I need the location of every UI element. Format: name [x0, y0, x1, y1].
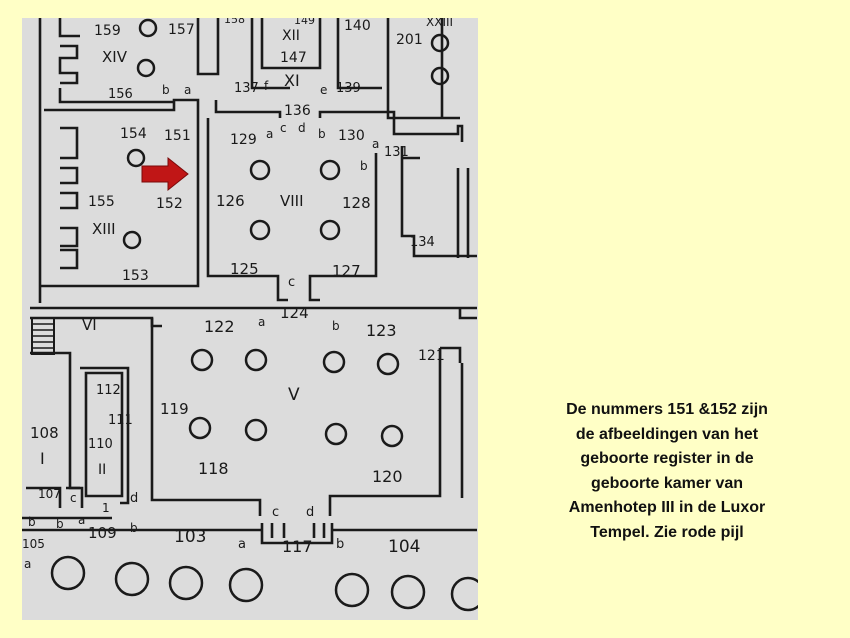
- plan-label: XII: [282, 28, 300, 44]
- plan-label: 129: [230, 132, 257, 148]
- columns: [50, 18, 478, 612]
- plan-label: d: [298, 121, 306, 135]
- plan-label: VI: [82, 316, 97, 334]
- plan-label: 112: [96, 383, 121, 398]
- plan-label: 109: [88, 524, 117, 542]
- plan-label: 108: [30, 424, 59, 442]
- red-arrow-right-icon: [141, 156, 189, 192]
- plan-label: 124: [280, 304, 309, 322]
- plan-label: 201: [396, 32, 423, 48]
- plan-label: 117: [282, 537, 313, 556]
- plan-label: 134: [410, 235, 435, 250]
- plan-label: c: [280, 121, 287, 135]
- plan-label: 118: [198, 459, 229, 478]
- plan-label: 159: [94, 23, 121, 39]
- plan-label: 107: [38, 487, 61, 501]
- plan-label: 103: [174, 527, 206, 547]
- temple-floor-plan-photo: 159 157 158 149 140 201 XXIII XIV XII 14…: [22, 18, 478, 620]
- plan-label: 111: [108, 413, 133, 428]
- plan-label: 155: [88, 194, 115, 210]
- plan-label: 147: [280, 50, 307, 66]
- caption-line: de afbeeldingen van het: [575, 425, 759, 443]
- plan-label: b: [360, 159, 368, 173]
- plan-label: 131: [384, 145, 409, 160]
- walls: [22, 18, 477, 545]
- plan-label: b: [332, 319, 340, 333]
- plan-label: 151: [164, 128, 191, 144]
- plan-label: V: [288, 385, 300, 405]
- plan-label: a: [266, 127, 273, 141]
- plan-label: 154: [120, 126, 147, 142]
- stairs: [31, 317, 55, 355]
- plan-label: 158: [224, 18, 245, 26]
- plan-label: 126: [216, 192, 245, 210]
- plan-label: e: [320, 83, 327, 97]
- plan-label: VIII: [280, 192, 304, 210]
- plan-label: 121: [418, 348, 445, 364]
- plan-label: 137: [234, 81, 259, 96]
- plan-label: 136: [284, 103, 311, 119]
- plan-label: 120: [372, 467, 403, 486]
- plan-label: 110: [88, 437, 113, 452]
- plan-label: a: [184, 83, 191, 97]
- plan-label: d: [306, 505, 314, 520]
- plan-label: XI: [284, 71, 300, 90]
- plan-label: c: [272, 505, 279, 520]
- plan-label: d: [130, 491, 138, 506]
- plan-label: a: [78, 513, 85, 527]
- plan-label: a: [238, 537, 246, 552]
- plan-label: b: [336, 537, 344, 552]
- caption-line: Tempel. Zie rode pijl: [590, 523, 744, 541]
- caption-line: geboorte register in de: [580, 450, 754, 467]
- plan-label: b: [56, 517, 64, 531]
- plan-label: 140: [344, 18, 371, 34]
- plan-label: a: [24, 557, 31, 571]
- plan-label: f: [264, 79, 269, 93]
- plan-label: 153: [122, 268, 149, 284]
- plan-label: c: [288, 275, 295, 290]
- plan-label: 149: [294, 18, 315, 27]
- plan-label: 128: [342, 194, 371, 212]
- plan-label: 125: [230, 260, 259, 278]
- plan-label: 1: [102, 501, 110, 515]
- plan-label: 104: [388, 537, 420, 557]
- plan-label: XIII: [92, 220, 116, 238]
- plan-label: 152: [156, 196, 183, 212]
- slide-caption: De nummers 151 &152 zijn de afbeeldingen…: [502, 398, 832, 545]
- plan-label: I: [40, 449, 45, 468]
- plan-label: c: [70, 491, 77, 505]
- caption-line: De nummers 151 &152 zijn: [566, 401, 768, 418]
- plan-label: 123: [366, 321, 397, 340]
- plan-label: b: [318, 127, 326, 141]
- plan-label: a: [372, 137, 379, 151]
- plan-label: 105: [22, 537, 45, 551]
- plan-label: a: [258, 315, 265, 329]
- plan-label: b: [28, 515, 36, 529]
- plan-label: 127: [332, 262, 361, 280]
- plan-label: 130: [338, 128, 365, 144]
- plan-label: 122: [204, 317, 235, 336]
- plan-label: b: [130, 521, 138, 535]
- plan-label: 119: [160, 400, 189, 418]
- plan-label: XXIII: [426, 18, 453, 29]
- plan-label: 139: [336, 81, 361, 96]
- caption-line: geboorte kamer van: [590, 474, 744, 492]
- floor-plan-drawing: 159 157 158 149 140 201 XXIII XIV XII 14…: [22, 18, 478, 620]
- plan-label: II: [98, 462, 106, 478]
- caption-line: Amenhotep III in de Luxor: [568, 499, 766, 516]
- plan-label: 156: [108, 87, 133, 102]
- plan-label: 157: [168, 22, 195, 38]
- plan-label: XIV: [102, 48, 128, 66]
- plan-label: b: [162, 83, 170, 97]
